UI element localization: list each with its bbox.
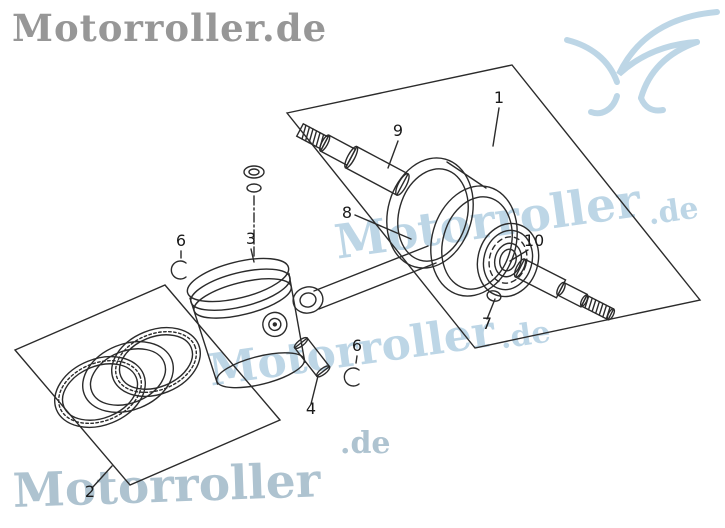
piston-drawing	[186, 257, 306, 389]
part-label-crankshaft-end: 9	[393, 121, 403, 140]
piston-pin-drawing	[293, 336, 331, 378]
part-label-ball-bearing: 10	[524, 231, 544, 250]
part-label-crankshaft-assembly: 1	[494, 88, 504, 107]
part-label-piston-ring-set: 2	[85, 482, 95, 501]
brand-wings-logo	[564, 9, 720, 117]
connecting-rod-drawing	[292, 245, 437, 314]
part-label-thrust-washer: 7	[482, 314, 492, 333]
piston-ring-set-drawing	[54, 326, 202, 429]
crankshaft-group-box	[285, 64, 702, 349]
ring-set-group-box	[13, 284, 282, 486]
circlip-left-drawing	[170, 260, 187, 280]
crankshaft-left-end-drawing	[295, 122, 410, 197]
ball-bearing-drawing	[476, 222, 540, 302]
circlip-right-drawing	[343, 367, 360, 387]
group-boxes	[13, 64, 702, 486]
crankshaft-right-end-drawing	[513, 258, 616, 321]
thrust-washer-drawing	[486, 290, 502, 302]
wings-icon	[564, 9, 720, 117]
part-label-piston: 3	[246, 229, 256, 248]
pin-clip-drawing	[243, 165, 265, 259]
part-label-circlip-right: 6	[352, 336, 362, 355]
leader-lines	[91, 107, 529, 489]
part-label-piston-pin: 4	[306, 399, 316, 418]
part-label-connecting-rod: 8	[342, 203, 352, 222]
part-number-labels: 1 9 8 10 7 6 3 6 4 2	[85, 88, 544, 501]
part-label-circlip-left: 6	[176, 231, 186, 250]
